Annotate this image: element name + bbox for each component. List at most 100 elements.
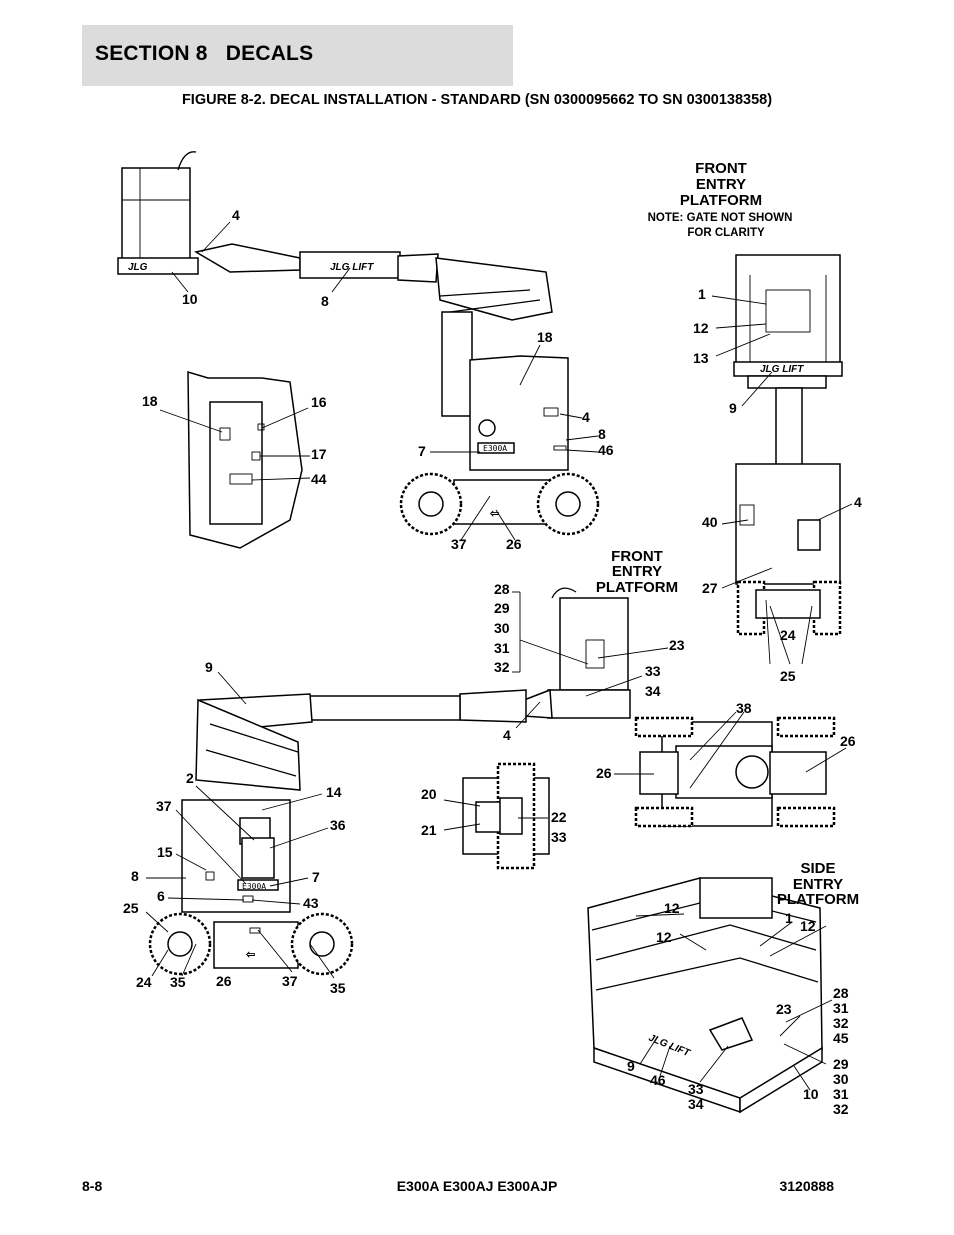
svg-text:⇦: ⇦ <box>245 949 255 961</box>
callout: 21 <box>421 822 437 838</box>
callout: 23 <box>669 637 685 653</box>
top-side-view: JLG JLG LIFT E300A ⇦ <box>117 151 600 536</box>
callout: 32 <box>833 1015 849 1031</box>
front-entry-heading-2-line-1: FRONT <box>611 548 663 565</box>
callout: 20 <box>421 786 437 802</box>
callout: 9 <box>205 659 213 675</box>
callout: 33 <box>645 663 661 679</box>
callouts-chassis-top: 38 26 26 <box>596 700 856 781</box>
platform-jlg-decal: JLG <box>128 262 148 273</box>
svg-text:⇦: ⇦ <box>489 508 499 520</box>
callout: 25 <box>780 668 796 684</box>
section-header-box <box>82 25 513 86</box>
callout: 35 <box>330 980 346 996</box>
callout: 13 <box>693 350 709 366</box>
front-platform <box>735 254 841 366</box>
callout: 43 <box>303 895 319 911</box>
front-jlg-lift-decal: JLG LIFT <box>760 364 804 375</box>
callout: 18 <box>537 329 553 345</box>
top-leader-lines <box>171 221 599 541</box>
mid-upper-boom <box>305 695 461 721</box>
callout: 26 <box>506 536 522 552</box>
callouts-mid-side: 23 33 34 4 9 2 14 37 36 15 7 8 6 43 25 2… <box>123 637 685 996</box>
callout: 30 <box>833 1071 849 1087</box>
callout: 9 <box>729 400 737 416</box>
mid-jib <box>459 689 527 723</box>
footer-page-number: 8-8 <box>82 1178 103 1194</box>
side-entry-heading-line-1: SIDE <box>800 860 835 877</box>
callout: 32 <box>494 659 510 675</box>
callout: 12 <box>800 918 816 934</box>
front-chassis <box>735 463 841 585</box>
callout: 26 <box>840 733 856 749</box>
callout: 8 <box>131 868 139 884</box>
callout: 27 <box>702 580 718 596</box>
side-entry-heading-line-3: PLATFORM <box>777 891 859 908</box>
callout: 10 <box>182 291 198 307</box>
callouts-group-left: 28 29 30 31 32 <box>494 581 510 675</box>
callout: 7 <box>312 869 320 885</box>
boom-jlg-lift-decal: JLG LIFT <box>330 262 374 273</box>
callout: 35 <box>170 974 186 990</box>
callout: 8 <box>321 293 329 309</box>
callout: 28 <box>833 985 849 1001</box>
callouts-small-detail: 20 21 22 33 <box>421 786 567 845</box>
callout: 6 <box>157 888 165 904</box>
front-mast <box>775 387 803 467</box>
mid-battery-base <box>213 921 299 969</box>
front-view: JLG LIFT <box>711 254 853 665</box>
detail-view-left <box>159 370 311 549</box>
callout: 31 <box>833 1086 849 1102</box>
callout: 12 <box>656 929 672 945</box>
section-title: SECTION 8 DECALS <box>95 42 314 65</box>
callout: 40 <box>702 514 718 530</box>
front-entry-heading-1-line-2: ENTRY <box>696 176 746 193</box>
callouts-front-view: 1 12 13 9 4 40 27 24 25 <box>693 286 862 684</box>
mid-linkage <box>195 698 301 791</box>
note-line-1: NOTE: GATE NOT SHOWN <box>648 212 793 224</box>
callout: 36 <box>330 817 346 833</box>
callout: 14 <box>326 784 342 800</box>
callout: 46 <box>650 1072 666 1088</box>
callout: 32 <box>833 1101 849 1117</box>
callout: 17 <box>311 446 327 462</box>
front-entry-heading-2-line-3: PLATFORM <box>596 579 678 596</box>
callout: 31 <box>494 640 510 656</box>
callout: 12 <box>693 320 709 336</box>
callouts-detail: 18 16 17 44 <box>142 393 327 487</box>
callout: 37 <box>156 798 172 814</box>
callout: 34 <box>688 1096 704 1112</box>
model-plate-decal-top: E300A <box>483 444 507 453</box>
middle-leader-lines <box>145 591 669 979</box>
callouts-top-side: 4 10 8 18 4 8 46 7 37 26 <box>182 207 614 552</box>
callout: 31 <box>833 1000 849 1016</box>
callout: 24 <box>136 974 152 990</box>
callout: 8 <box>598 426 606 442</box>
callout: 44 <box>311 471 327 487</box>
callout: 2 <box>186 770 194 786</box>
callout: 10 <box>803 1086 819 1102</box>
model-plate-decal-mid: E300A <box>242 882 266 891</box>
callout: 29 <box>833 1056 849 1072</box>
view-headings: FRONT ENTRY PLATFORM NOTE: GATE NOT SHOW… <box>596 160 859 908</box>
callout: 38 <box>736 700 752 716</box>
callout: 12 <box>664 900 680 916</box>
side-entry-platform: JLG LIFT <box>587 877 833 1114</box>
callouts-side-platform: 12 12 1 12 28 31 32 45 23 29 30 31 32 9 … <box>627 900 849 1117</box>
callout: 18 <box>142 393 158 409</box>
front-entry-heading-1-line-3: PLATFORM <box>680 192 762 209</box>
callout: 4 <box>232 207 240 223</box>
front-entry-heading-2-line-2: ENTRY <box>612 563 662 580</box>
small-detail <box>443 762 550 870</box>
callout: 46 <box>598 442 614 458</box>
callout: 33 <box>551 829 567 845</box>
middle-side-view: JLG LIFT E300A ⇦ <box>148 587 631 976</box>
callout: 26 <box>596 765 612 781</box>
side-entry-heading-line-2: ENTRY <box>793 876 843 893</box>
callout: 23 <box>776 1001 792 1017</box>
mast <box>441 311 473 417</box>
callout: 45 <box>833 1030 849 1046</box>
callout: 1 <box>785 910 793 926</box>
callout: 1 <box>698 286 706 302</box>
